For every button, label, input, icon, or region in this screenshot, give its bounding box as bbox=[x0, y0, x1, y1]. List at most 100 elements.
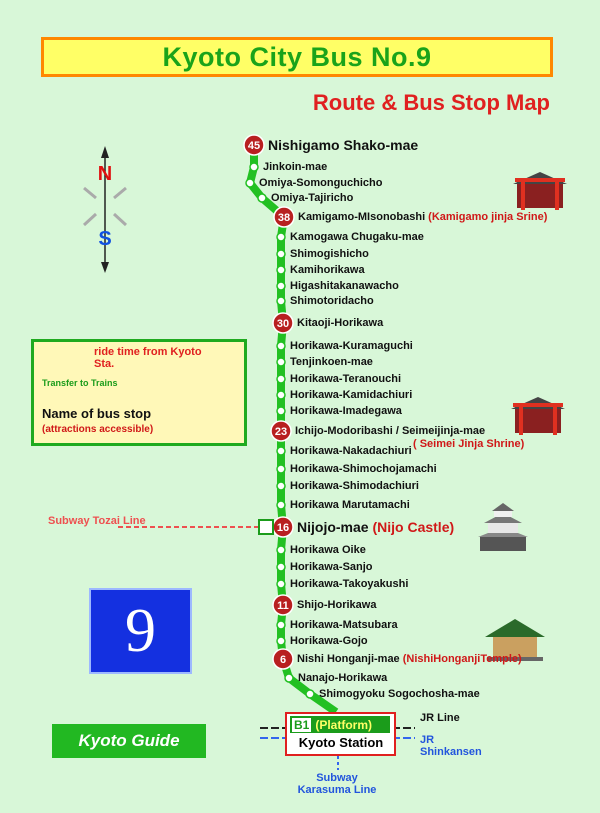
stop-minutes: 45 bbox=[248, 140, 260, 152]
jr-line-label: JR Line bbox=[420, 712, 460, 724]
stop-badge bbox=[272, 312, 294, 334]
stop-name: Horikawa-Shimodachiuri bbox=[290, 480, 419, 492]
stop-name: Shimogyoku Sogochosha-mae bbox=[319, 688, 480, 700]
temple-icon bbox=[485, 619, 545, 661]
stop-name: Ichijo-Modoribashi / Seimeijinja-mae bbox=[295, 425, 486, 437]
shrine-icon bbox=[513, 172, 567, 210]
stop-name: Horikawa-Shimochojamachi bbox=[290, 463, 437, 475]
stop-attraction: ( Seimei Jinja Shrine) bbox=[413, 438, 525, 450]
stop-attraction: (NishiHonganjiTemple) bbox=[399, 653, 522, 665]
stop-name: Horikawa-Sanjo bbox=[290, 561, 373, 573]
stop-minutes: 16 bbox=[277, 522, 289, 534]
stop-label: Jinkoin-mae bbox=[263, 161, 327, 174]
stop-dot bbox=[276, 296, 286, 306]
stop-name: Omiya-Somonguchicho bbox=[259, 177, 383, 189]
stop-label: Horikawa-Takoyakushi bbox=[290, 578, 408, 591]
stop-name: Horikawa-Takoyakushi bbox=[290, 578, 409, 590]
stop-dot bbox=[305, 689, 315, 699]
stop-minutes: 23 bbox=[275, 426, 287, 438]
stop-name: Horikawa-Kamidachiuri bbox=[290, 389, 413, 401]
stop-dot bbox=[276, 446, 286, 456]
legend-ride-time: ride time from Kyoto Sta. bbox=[94, 346, 202, 370]
stop-dot bbox=[276, 249, 286, 259]
stop-dot bbox=[276, 390, 286, 400]
stop-label: Horikawa-Nakadachiuri bbox=[290, 445, 412, 458]
legend-transfer: Transfer to Trains bbox=[42, 378, 118, 388]
stop-name: Horikawa-Imadegawa bbox=[290, 405, 402, 417]
stop-dot bbox=[276, 562, 286, 572]
stop-label: Horikawa-Sanjo bbox=[290, 561, 373, 574]
stop-label: Horikawa-Teranouchi bbox=[290, 373, 401, 386]
stop-minutes: 30 bbox=[277, 318, 289, 330]
stop-label: Ichijo-Modoribashi / Seimeijinja-mae ( S… bbox=[295, 425, 524, 451]
transfer-icon bbox=[258, 519, 274, 535]
stop-dot bbox=[276, 232, 286, 242]
kyoto-guide-logo: Kyoto Guide bbox=[52, 724, 206, 758]
stop-label: Horikawa Oike bbox=[290, 544, 366, 557]
platform-badge: B1 (Platform) bbox=[290, 716, 390, 733]
stop-dot bbox=[276, 406, 286, 416]
stop-name: Horikawa-Teranouchi bbox=[290, 373, 402, 385]
compass-south: S bbox=[98, 228, 111, 250]
stop-name: Nijojo-mae bbox=[297, 519, 369, 535]
route-number-badge: 9 bbox=[89, 588, 192, 674]
stop-name: Nishigamo Shako-mae bbox=[268, 137, 419, 153]
stop-name: Horikawa Marutamachi bbox=[290, 499, 410, 511]
stop-minutes: 38 bbox=[278, 212, 290, 224]
stop-badge bbox=[270, 420, 292, 442]
stop-label: Horikawa-Gojo bbox=[290, 635, 368, 648]
compass-north: N bbox=[98, 163, 112, 185]
logo-text: Kyoto Guide bbox=[78, 731, 180, 750]
subway-tozai-label: Subway Tozai Line bbox=[48, 515, 146, 527]
stop-label: Shimogishicho bbox=[290, 248, 369, 261]
castle-icon bbox=[478, 503, 528, 551]
stop-dot bbox=[276, 341, 286, 351]
stop-name: Horikawa-Kuramaguchi bbox=[290, 340, 413, 352]
stop-name: Horikawa-Nakadachiuri bbox=[290, 445, 412, 457]
stop-attraction: (Kamigamo jinja Srine) bbox=[425, 211, 548, 223]
stop-label: Omiya-Somonguchicho bbox=[259, 177, 382, 190]
jr-shinkansen-label: JR Shinkansen bbox=[420, 734, 482, 758]
platform-code: B1 bbox=[292, 717, 312, 732]
stop-label: Tenjinkoen-mae bbox=[290, 356, 373, 369]
stop-badge bbox=[272, 648, 294, 670]
stop-name: Nishi Honganji-mae bbox=[297, 653, 400, 665]
stop-label: Horikawa-Shimochojamachi bbox=[290, 463, 437, 476]
stop-name: Horikawa Oike bbox=[290, 544, 366, 556]
stop-name: Kitaoji-Horikawa bbox=[297, 317, 384, 329]
stop-dot bbox=[276, 620, 286, 630]
page-subtitle: Route & Bus Stop Map bbox=[312, 90, 550, 115]
stop-name: Jinkoin-mae bbox=[263, 161, 328, 173]
legend-stop-name: Name of bus stop bbox=[42, 406, 152, 421]
stop-name: Kamihorikawa bbox=[290, 264, 365, 276]
stop-name: Omiya-Tajiricho bbox=[271, 192, 354, 204]
kyoto-station-name: Kyoto Station bbox=[298, 735, 384, 750]
legend-attractions: (attractions accessible) bbox=[42, 424, 154, 435]
stop-dot bbox=[276, 357, 286, 367]
stop-label: Nanajo-Horikawa bbox=[298, 672, 387, 685]
stop-dot bbox=[276, 464, 286, 474]
subway-karasuma-label: Subway Karasuma Line bbox=[297, 772, 377, 796]
stop-name: Horikawa-Gojo bbox=[290, 635, 368, 647]
stop-label: Kamogawa Chugaku-mae bbox=[290, 231, 424, 244]
stop-dot bbox=[276, 579, 286, 589]
stop-dot bbox=[276, 636, 286, 646]
stop-dot bbox=[276, 265, 286, 275]
stop-label: Horikawa Marutamachi bbox=[290, 499, 410, 512]
legend-panel: ride time from Kyoto Sta. Transfer to Tr… bbox=[31, 339, 247, 446]
stop-label: Horikawa-Matsubara bbox=[290, 619, 398, 632]
stop-label: Shimotoridacho bbox=[290, 295, 374, 308]
compass-icon: N S bbox=[82, 146, 128, 273]
stop-label: Kitaoji-Horikawa bbox=[297, 317, 383, 330]
stop-dot bbox=[276, 481, 286, 491]
stop-dot bbox=[276, 545, 286, 555]
stop-dot bbox=[276, 500, 286, 510]
stop-name: Shijo-Horikawa bbox=[297, 599, 377, 611]
stop-dot bbox=[249, 162, 259, 172]
stop-minutes: 11 bbox=[277, 600, 289, 612]
stop-name: Shimogishicho bbox=[290, 248, 369, 260]
stop-attraction: (Nijo Castle) bbox=[368, 519, 455, 535]
stop-label: Omiya-Tajiricho bbox=[271, 192, 353, 205]
stop-minutes: 6 bbox=[280, 654, 286, 666]
